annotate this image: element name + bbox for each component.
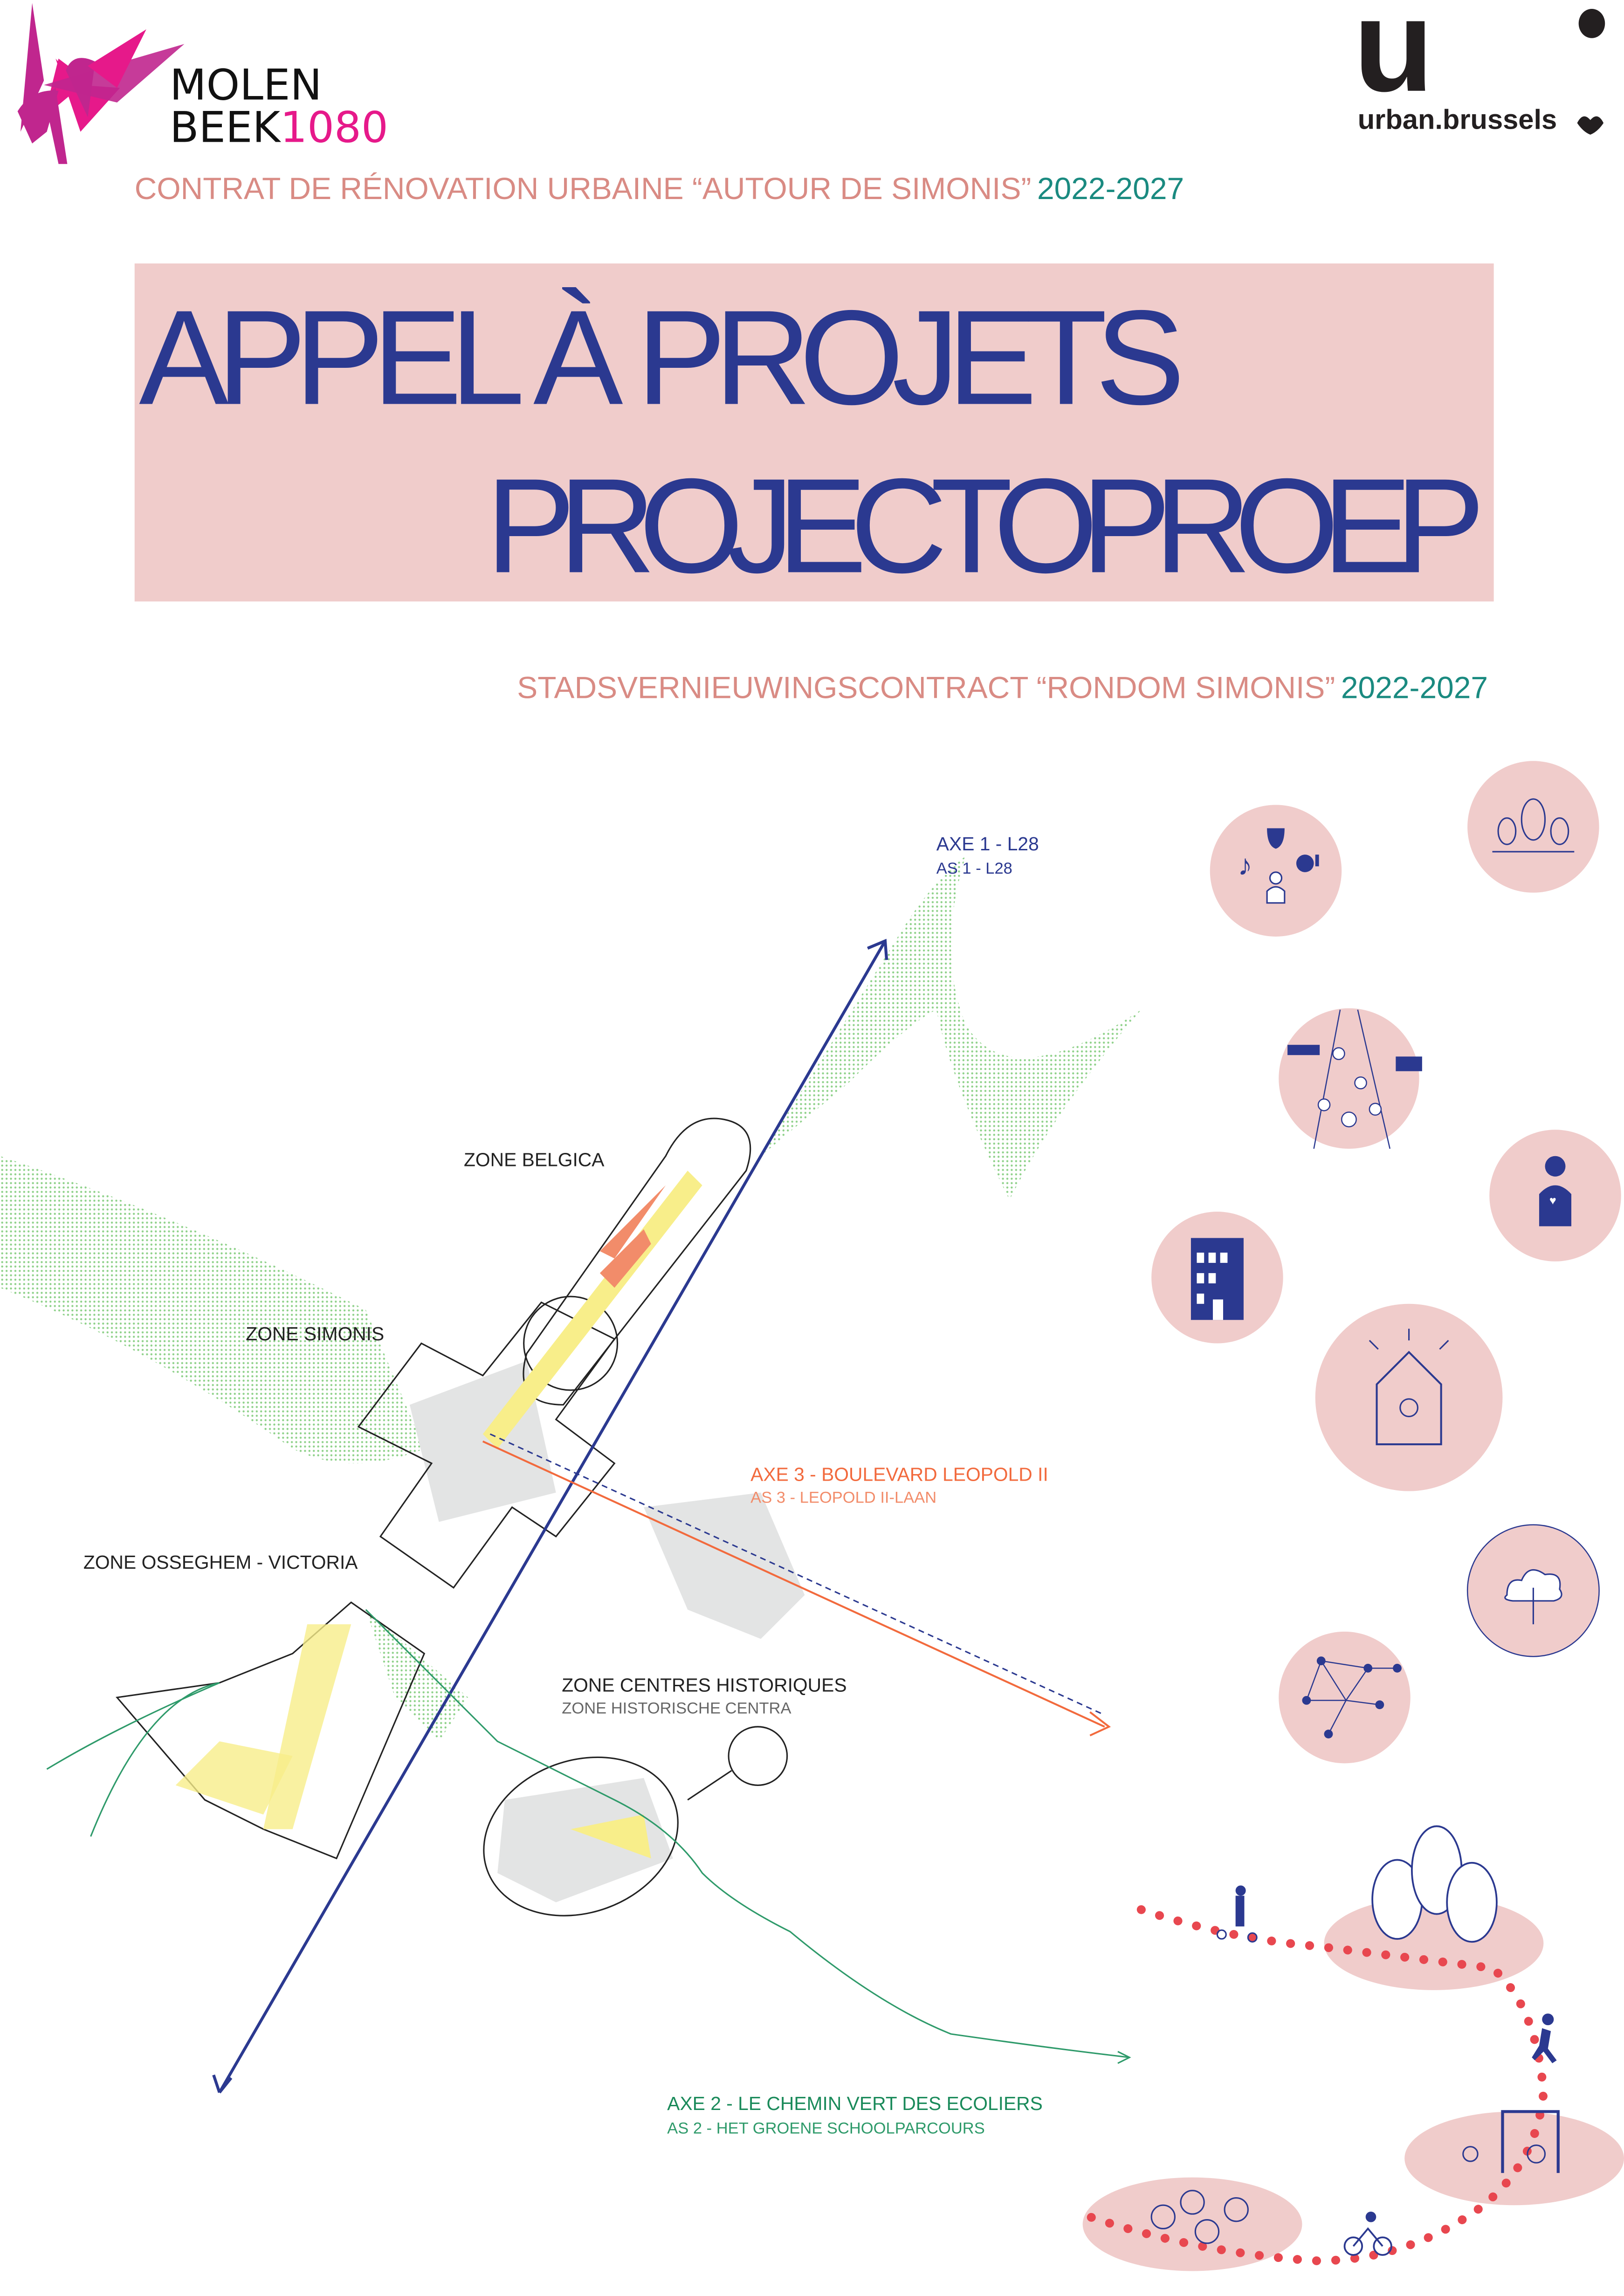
building-icon xyxy=(1151,1212,1283,1344)
axe2-label-nl: AS 2 - HET GROENE SCHOOLPARCOURS xyxy=(667,2119,984,2137)
zone-simonis-label: ZONE SIMONIS xyxy=(246,1323,384,1345)
zone-centres-label-nl: ZONE HISTORISCHE CENTRA xyxy=(562,1700,791,1717)
axe1-line xyxy=(212,938,888,2094)
molenbeek-line1: MOLEN xyxy=(170,61,322,110)
zone-osseghem-outline xyxy=(116,1601,426,1860)
trees-icon xyxy=(1371,1825,1498,1943)
axe3-label-nl: AS 3 - LEOPOLD II-LAAN xyxy=(750,1489,936,1507)
heart-icon xyxy=(1577,116,1604,135)
zone-focus-circle xyxy=(523,1296,619,1391)
axe1-label-nl: AS 1 - L28 xyxy=(936,860,1012,877)
subtitle-fr: CONTRAT DE RÉNOVATION URBAINE “AUTOUR DE… xyxy=(135,171,1184,206)
market-icon xyxy=(1279,1008,1422,1149)
axe1-label-fr: AXE 1 - L28 xyxy=(936,833,1039,855)
axe2-line xyxy=(46,1609,1131,2064)
mobility-path xyxy=(1082,1825,1624,2271)
zone-centres-label-fr: ZONE CENTRES HISTORIQUES xyxy=(562,1675,846,1696)
zone-centres-detail-circle xyxy=(728,1726,788,1786)
zone-belgica-label: ZONE BELGICA xyxy=(464,1149,605,1171)
axe3-label-fr: AXE 3 - BOULEVARD LEOPOLD II xyxy=(750,1464,1048,1485)
title-banner xyxy=(134,263,1494,602)
cyclist-icon xyxy=(1343,2212,1392,2256)
trees-icon xyxy=(1467,761,1599,893)
green-areas xyxy=(0,856,1142,1742)
title-nl: PROJECTOPROEP xyxy=(486,451,1485,601)
urban-mark: u xyxy=(1353,0,1434,119)
pinwheel-icon xyxy=(17,3,185,164)
playground-icon xyxy=(1462,2110,1560,2173)
svg-text:♪: ♪ xyxy=(1238,849,1252,882)
zone-centres-outline xyxy=(483,1756,679,1917)
cloud-tree-icon xyxy=(1466,1524,1600,1657)
urban-dot xyxy=(1578,8,1605,38)
subtitle-nl: STADSVERNIEUWINGSCONTRACT “RONDOM SIMONI… xyxy=(517,670,1488,704)
scooter-icon xyxy=(1216,1885,1258,1943)
person-heart-icon: ♥ xyxy=(1489,1130,1621,1262)
urban-name: urban.brussels xyxy=(1358,103,1557,135)
highlights xyxy=(175,1171,702,1859)
svg-text:♥: ♥ xyxy=(1549,1194,1556,1207)
svg-text:BEEK1080: BEEK1080 xyxy=(170,103,388,152)
molenbeek-line2: BEEK xyxy=(170,103,281,152)
zone-osseghem-label: ZONE OSSEGHEM - VICTORIA xyxy=(83,1551,358,1573)
culture-icon: ♪ xyxy=(1210,805,1342,937)
molenbeek-logo: MOLEN BEEK1080 xyxy=(17,3,388,164)
axe3-line xyxy=(482,1433,1111,1737)
theme-icons: ♪ xyxy=(1151,761,1621,1764)
urban-blocks xyxy=(409,1361,805,1903)
title-fr: APPEL À PROJETS xyxy=(139,283,1185,433)
bikes-icon xyxy=(1150,2190,1249,2244)
molenbeek-number: 1080 xyxy=(280,103,388,152)
runner-icon xyxy=(1532,2013,1557,2063)
network-icon xyxy=(1279,1631,1411,1764)
urban-brussels-logo: u urban.brussels xyxy=(1353,0,1605,135)
house-idea-icon xyxy=(1315,1303,1503,1491)
axe2-label-fr: AXE 2 - LE CHEMIN VERT DES ECOLIERS xyxy=(667,2093,1043,2114)
zone-simonis-outline xyxy=(357,1301,616,1589)
